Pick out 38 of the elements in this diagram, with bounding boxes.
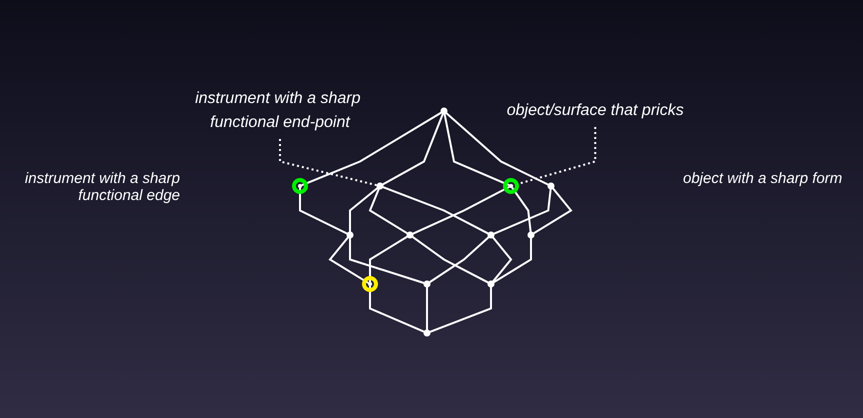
node-circle [423, 280, 430, 288]
connector [411, 186, 510, 236]
node-circle [292, 178, 308, 194]
connector [368, 187, 408, 235]
node-text: instrument with a sharp functional end-point [194, 90, 360, 131]
connector [298, 188, 348, 235]
node-circle [440, 108, 448, 114]
connector [301, 111, 442, 186]
connector [428, 286, 492, 334]
node-circle [547, 182, 554, 190]
node-circle [423, 329, 430, 336]
node-circle [487, 280, 494, 288]
connector [380, 112, 444, 186]
node-circle [502, 178, 519, 194]
connector [492, 237, 532, 284]
connector [348, 186, 379, 233]
connector [368, 286, 426, 334]
connector [443, 112, 510, 186]
connector [426, 286, 428, 331]
node-circle [362, 276, 378, 292]
node-text: object/surface that pricks [506, 102, 684, 119]
node-label: instrument with a sharp functional edge [24, 170, 180, 204]
connector [368, 235, 408, 282]
node-circle [527, 232, 534, 238]
node-circle [376, 182, 384, 190]
connector [444, 112, 550, 186]
connector [348, 237, 426, 284]
connector [512, 127, 596, 186]
connector [381, 186, 490, 235]
connector [410, 235, 490, 284]
connector [492, 188, 552, 236]
node-circle [346, 232, 354, 238]
connector [428, 236, 490, 284]
node-circle [406, 232, 414, 238]
node-circle [487, 232, 494, 238]
node-label: object with a sharp form [683, 170, 843, 187]
connector [510, 187, 532, 234]
connector [278, 139, 378, 186]
